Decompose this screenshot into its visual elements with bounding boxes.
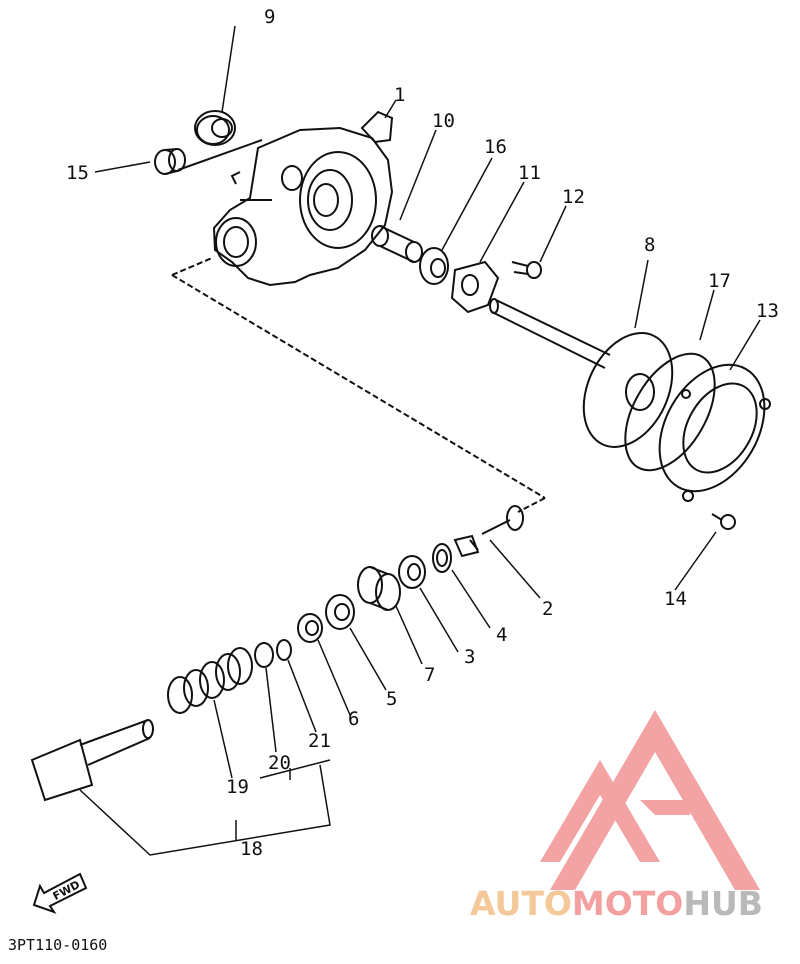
part-3-bearing <box>398 555 426 589</box>
part-19-spring <box>167 647 253 714</box>
watermark-text: AUTOMOTOHUB <box>470 884 800 923</box>
label-part-1: 1 <box>394 84 406 106</box>
leader-lines <box>79 25 761 856</box>
label-part-20: 20 <box>268 752 291 774</box>
label-part-3: 3 <box>464 646 476 668</box>
label-part-15: 15 <box>66 162 89 184</box>
diagram-code: 3PT110-0160 <box>8 936 108 954</box>
part-1-gear-housing <box>212 110 394 287</box>
label-part-8: 8 <box>644 234 656 256</box>
watermark-part-2: MOTO <box>571 884 684 923</box>
label-part-16: 16 <box>484 136 507 158</box>
part-4-shim <box>432 543 452 573</box>
label-part-2: 2 <box>542 598 554 620</box>
watermark-part-1: AUTO <box>470 884 572 923</box>
part-14-bolt <box>711 513 736 530</box>
part-15-bushing <box>154 148 186 175</box>
label-part-11: 11 <box>518 162 541 184</box>
label-part-14: 14 <box>664 588 687 610</box>
label-part-4: 4 <box>496 624 508 646</box>
label-part-13: 13 <box>756 300 779 322</box>
part-2-pinion-shaft <box>453 505 524 558</box>
label-part-21: 21 <box>308 730 331 752</box>
part-18-drive-shaft <box>30 719 154 802</box>
leader-15-9 <box>177 139 263 171</box>
part-11-plate <box>450 260 500 314</box>
label-part-9: 9 <box>264 6 276 28</box>
part-6-nut <box>297 613 323 643</box>
fwd-arrow-icon <box>32 872 88 914</box>
label-part-18: 18 <box>240 838 263 860</box>
label-part-10: 10 <box>432 110 455 132</box>
part-21-circlip <box>276 639 292 661</box>
watermark-logo <box>540 710 760 890</box>
label-part-6: 6 <box>348 708 360 730</box>
part-9-oil-seal <box>194 110 236 146</box>
watermark-part-3: HUB <box>683 884 763 923</box>
part-13-cover <box>658 363 771 502</box>
label-part-5: 5 <box>386 688 398 710</box>
part-7-collar <box>357 566 401 611</box>
label-part-19: 19 <box>226 776 249 798</box>
part-8-gear-shaft <box>489 298 674 448</box>
part-10-collar <box>371 225 423 263</box>
leader-line-housing <box>171 257 546 513</box>
label-part-17: 17 <box>708 270 731 292</box>
label-part-7: 7 <box>424 664 436 686</box>
part-17-o-ring <box>624 352 716 472</box>
label-part-12: 12 <box>562 186 585 208</box>
part-20-washer <box>254 642 274 668</box>
part-16-bearing <box>419 247 449 285</box>
part-5-bearing <box>325 594 355 630</box>
part-12-bolt <box>511 261 542 279</box>
